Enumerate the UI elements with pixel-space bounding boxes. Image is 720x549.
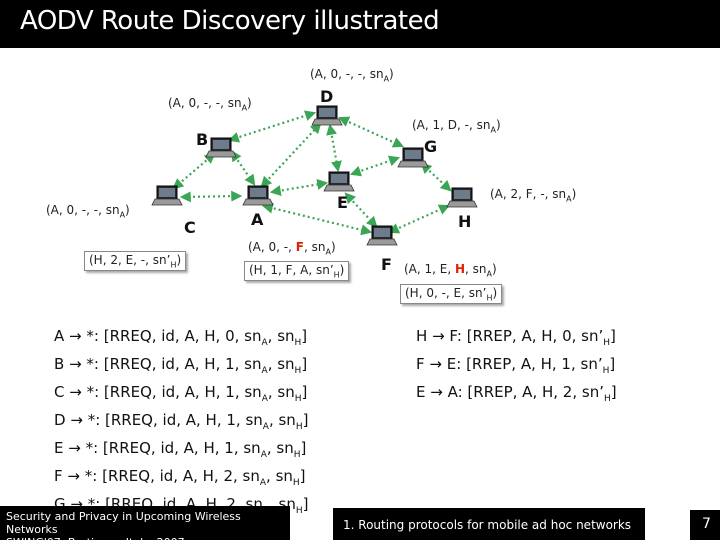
node-c-label: C	[184, 218, 196, 237]
entry-e-reverse: (H, 1, F, A, sn’H)	[244, 261, 350, 282]
link-a-d	[260, 122, 322, 188]
link-d-e	[326, 123, 342, 173]
link-b-d	[227, 110, 317, 143]
rreq-line: E → *: [RREQ, id, A, H, 1, snA, snH]	[54, 439, 307, 460]
node-c-laptop	[151, 185, 183, 206]
link-d-g	[337, 116, 405, 148]
node-g-label: G	[424, 137, 438, 156]
node-h-label: H	[458, 212, 472, 231]
link-e-f	[344, 192, 378, 228]
node-d-label: D	[320, 87, 334, 106]
node-f-laptop	[366, 225, 398, 246]
entry-h: (A, 2, F, -, snA)	[490, 187, 577, 204]
node-d-laptop	[311, 105, 343, 126]
link-e-g	[349, 155, 401, 177]
title-bar: AODV Route Discovery illustrated	[0, 0, 720, 48]
slide-title: AODV Route Discovery illustrated	[20, 6, 440, 36]
node-e-label: E	[337, 193, 348, 212]
rrep-line: E → A: [RREP, A, H, 2, sn’H]	[416, 383, 617, 404]
rrep-list: H → F: [RREP, A, H, 0, sn’H] F → E: [RRE…	[416, 326, 617, 410]
entry-c: (A, 0, -, -, snA)	[46, 203, 130, 220]
link-a-e	[269, 179, 329, 196]
node-b-laptop	[205, 137, 237, 158]
entry-d: (A, 0, -, -, snA)	[310, 67, 394, 84]
link-g-h	[420, 162, 452, 192]
footer-course: Security and Privacy in Upcoming Wireles…	[0, 506, 290, 549]
entry-g: (A, 1, D, -, snA)	[412, 118, 501, 135]
page-number: 7	[690, 510, 720, 540]
rreq-list: A → *: [RREQ, id, A, H, 0, snA, snH] B →…	[54, 326, 309, 522]
node-a-laptop	[242, 185, 274, 206]
rreq-line: B → *: [RREQ, id, A, H, 1, snA, snH]	[54, 355, 308, 376]
footer-course-venue: SWING'07, Bertinoro, Italy, 2007.	[6, 536, 189, 549]
entry-c-reverse: (H, 2, E, -, sn’H)	[84, 251, 187, 272]
rreq-line: F → *: [RREQ, id, A, H, 2, snA, snH]	[54, 467, 306, 488]
rreq-line: D → *: [RREQ, id, A, H, 1, snA, snH]	[54, 411, 309, 432]
node-f-label: F	[381, 255, 392, 274]
link-a-f	[261, 202, 373, 236]
node-a-label: A	[251, 210, 264, 229]
entry-b: (A, 0, -, -, snA)	[168, 96, 252, 113]
entry-e: (A, 0, -, F, snA)	[248, 240, 336, 257]
link-f-h	[387, 204, 451, 234]
link-a-c	[179, 190, 243, 203]
rreq-line: C → *: [RREQ, id, A, H, 1, snA, snH]	[54, 383, 308, 404]
link-b-c	[172, 152, 216, 190]
node-b-label: B	[196, 130, 209, 149]
rrep-line: F → E: [RREP, A, H, 1, sn’H]	[416, 355, 616, 376]
entry-f: (A, 1, E, H, snA)	[404, 262, 497, 279]
footer-course-title: Security and Privacy in Upcoming Wireles…	[6, 510, 241, 536]
entry-f-reverse: (H, 0, -, E, sn’H)	[400, 284, 503, 305]
rreq-line: A → *: [RREQ, id, A, H, 0, snA, snH]	[54, 327, 308, 348]
node-h-laptop	[446, 187, 478, 208]
node-e-laptop	[323, 171, 355, 192]
footer-chapter: 1. Routing protocols for mobile ad hoc n…	[333, 508, 645, 540]
rrep-line: H → F: [RREP, A, H, 0, sn’H]	[416, 327, 616, 348]
